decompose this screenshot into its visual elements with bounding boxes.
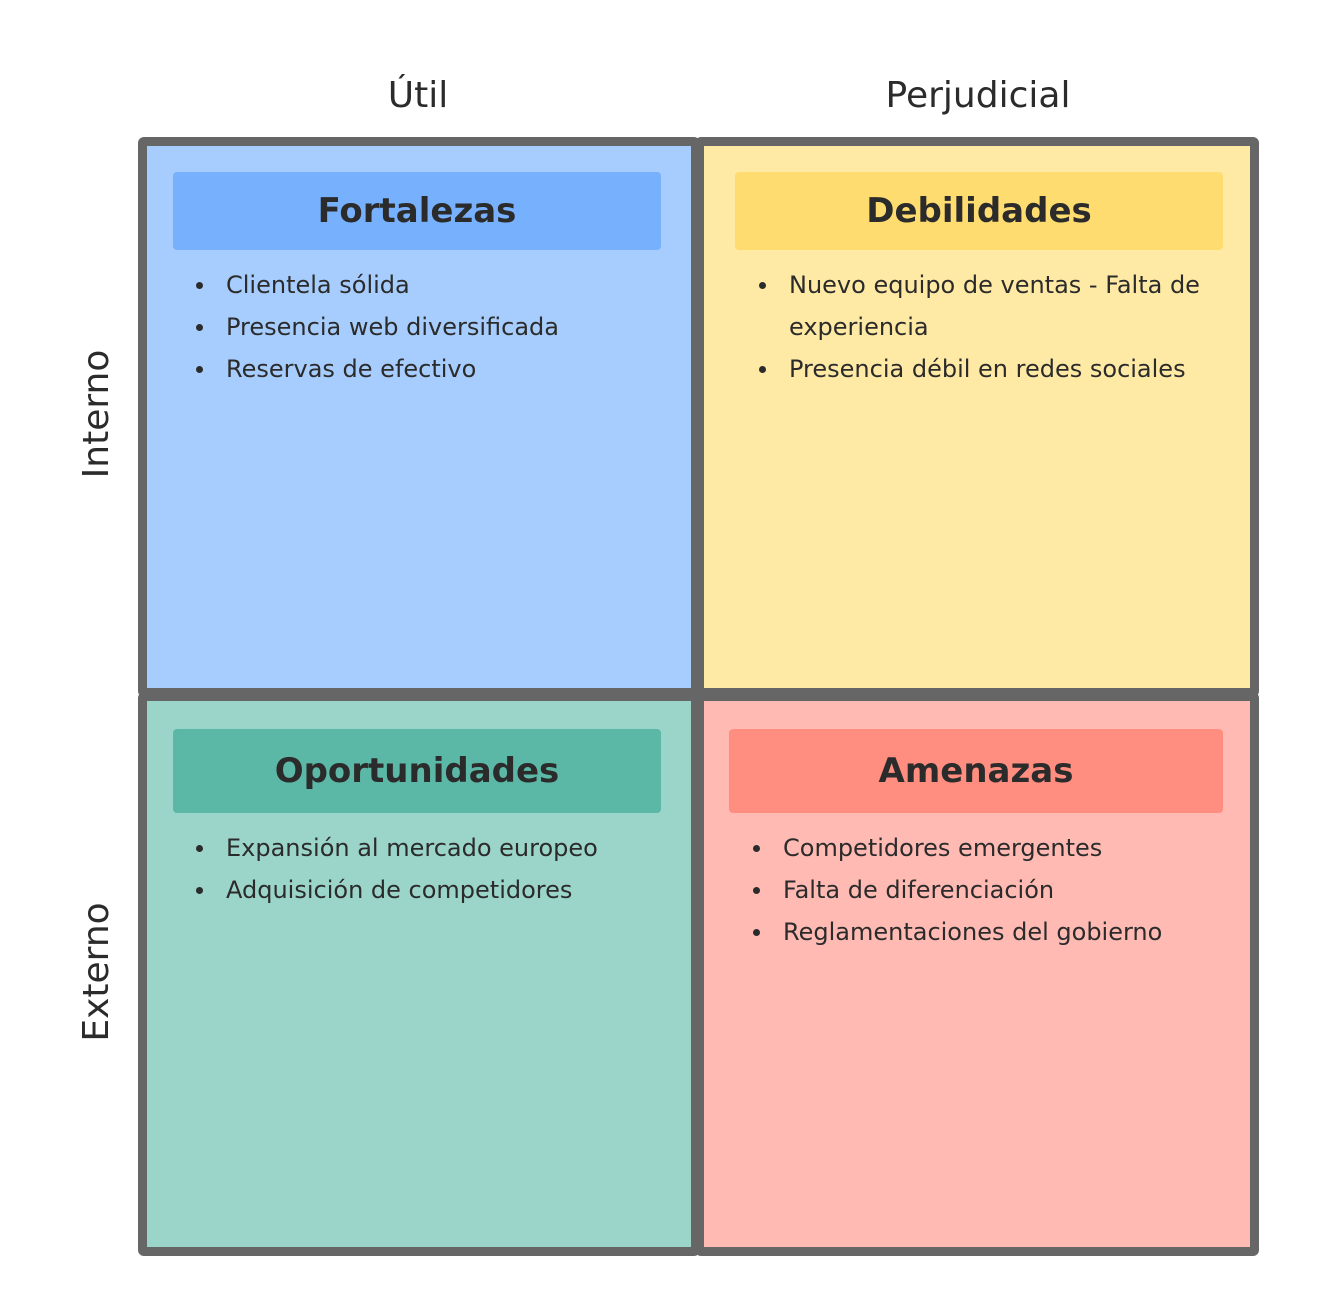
row-label-external: Externo [76,902,117,1042]
list-item: Presencia web diversificada [194,306,664,348]
threats-header: Amenazas [729,729,1223,813]
column-label-harmful: Perjudicial [885,75,1071,116]
list-item: Adquisición de competidores [194,869,664,911]
row-label-internal: Interno [76,349,117,479]
opportunities-list: Expansión al mercado europeo Adquisición… [194,827,664,911]
list-item: Nuevo equipo de ventas - Falta de experi… [757,264,1222,348]
list-item: Clientela sólida [194,264,664,306]
list-item: Reservas de efectivo [194,348,664,390]
weaknesses-header: Debilidades [735,172,1223,250]
strengths-list: Clientela sólida Presencia web diversifi… [194,264,664,390]
strengths-header: Fortalezas [173,172,661,250]
threats-list: Competidores emergentes Falta de diferen… [751,827,1221,953]
list-item: Reglamentaciones del gobierno [751,911,1221,953]
list-item: Competidores emergentes [751,827,1221,869]
list-item: Expansión al mercado europeo [194,827,664,869]
column-label-useful: Útil [387,75,449,116]
opportunities-header: Oportunidades [173,729,661,813]
weaknesses-list: Nuevo equipo de ventas - Falta de experi… [757,264,1222,390]
list-item: Presencia débil en redes sociales [757,348,1222,390]
list-item: Falta de diferenciación [751,869,1221,911]
